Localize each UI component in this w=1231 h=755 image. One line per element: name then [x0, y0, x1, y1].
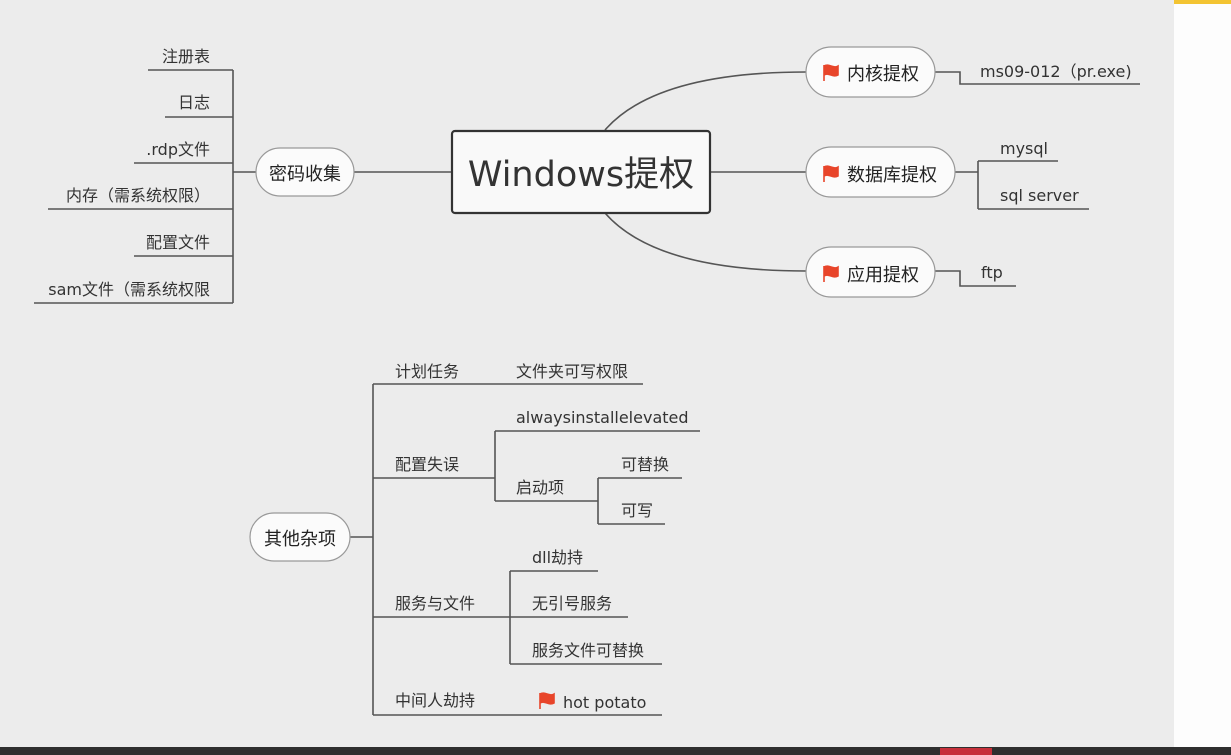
leaf-hot-potato[interactable]: hot potato — [563, 693, 646, 712]
leaf-memory[interactable]: 内存（需系统权限） — [66, 186, 210, 205]
node-database[interactable] — [805, 146, 956, 198]
edge-center-kernel — [604, 71, 807, 131]
leaf-writable[interactable]: 可写 — [621, 501, 653, 520]
node-misc-label: 其他杂项 — [264, 529, 336, 550]
connector-lines — [34, 69, 1140, 716]
leaf-servicefile[interactable]: 服务文件可替换 — [532, 641, 644, 660]
flag-icon — [539, 692, 555, 709]
leaf-unquoted[interactable]: 无引号服务 — [532, 594, 612, 613]
leaf-mysql[interactable]: mysql — [1000, 139, 1048, 158]
leaf-dll[interactable]: dll劫持 — [532, 548, 583, 567]
bottom-accent — [940, 748, 992, 755]
leaf-ms09-012[interactable]: ms09-012（pr.exe) — [980, 62, 1132, 81]
branch-mitm[interactable]: 中间人劫持 — [395, 691, 475, 710]
right-margin — [1174, 4, 1231, 747]
leaf-config[interactable]: 配置文件 — [146, 233, 210, 252]
center-node[interactable] — [450, 129, 712, 215]
node-password[interactable] — [255, 147, 355, 197]
edge-app-leaf — [935, 270, 1016, 287]
node-database-label: 数据库提权 — [847, 165, 937, 186]
edge-kernel-leaf — [935, 71, 1140, 85]
leaf-replaceable[interactable]: 可替换 — [621, 455, 669, 474]
branch-startup[interactable]: 启动项 — [516, 478, 564, 497]
leaf-registry[interactable]: 注册表 — [162, 47, 210, 66]
leaf-log[interactable]: 日志 — [178, 93, 210, 112]
leaf-ftp[interactable]: ftp — [981, 263, 1003, 282]
node-kernel-label: 内核提权 — [847, 64, 919, 85]
edge-center-app — [604, 212, 807, 272]
branch-misconfig[interactable]: 配置失误 — [395, 455, 459, 474]
branch-services[interactable]: 服务与文件 — [395, 594, 475, 613]
leaf-sqlserver[interactable]: sql server — [1000, 186, 1079, 205]
flag-icon — [823, 265, 839, 282]
bottom-taskbar — [0, 747, 1231, 755]
leaf-always[interactable]: alwaysinstallelevated — [516, 408, 689, 427]
center-title: Windows提权 — [468, 155, 694, 195]
leaf-sam[interactable]: sam文件（需系统权限 — [48, 280, 210, 299]
flag-icon — [823, 165, 839, 182]
node-misc[interactable] — [249, 512, 351, 562]
node-kernel[interactable] — [805, 46, 936, 98]
mindmap-canvas — [0, 0, 1174, 747]
node-app[interactable] — [805, 246, 936, 298]
branch-scheduled[interactable]: 计划任务 — [395, 362, 459, 381]
node-app-label: 应用提权 — [847, 265, 919, 286]
leaf-folder-writable[interactable]: 文件夹可写权限 — [516, 362, 628, 381]
node-password-label: 密码收集 — [269, 164, 341, 185]
flag-icon — [823, 64, 839, 81]
leaf-rdp[interactable]: .rdp文件 — [146, 140, 210, 159]
